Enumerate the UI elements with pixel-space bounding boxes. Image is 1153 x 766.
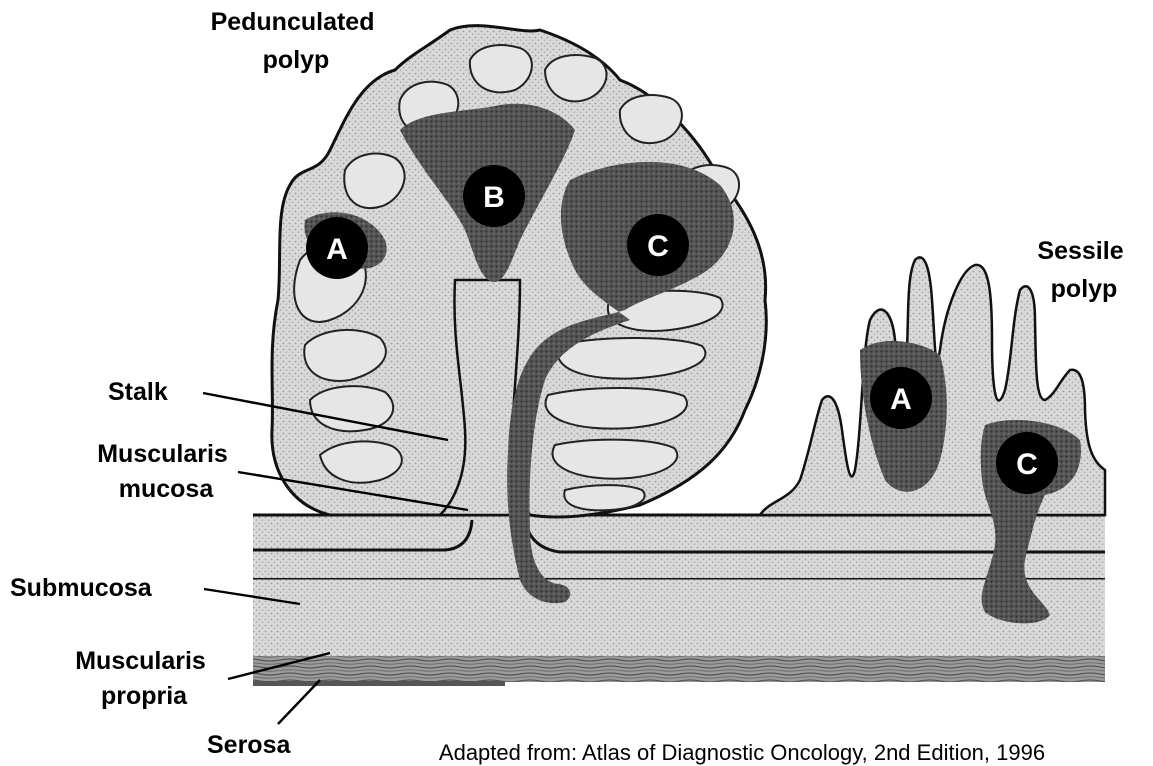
label-muscularis-propria-line1: Muscularis bbox=[75, 647, 206, 675]
label-sessile-line1: Sessile bbox=[1037, 237, 1123, 265]
muscularis-propria-layer bbox=[253, 656, 1105, 682]
label-pedunculated-line2: polyp bbox=[263, 46, 330, 74]
marker-ped-a-label: A bbox=[326, 233, 348, 266]
label-submucosa: Submucosa bbox=[10, 574, 153, 602]
label-muscularis-propria: Muscularis propria bbox=[75, 647, 213, 710]
marker-ped-c-label: C bbox=[647, 230, 669, 263]
marker-sess-c: C bbox=[996, 432, 1058, 494]
label-pedunculated-polyp: Pedunculated polyp bbox=[211, 8, 382, 74]
marker-sess-a-label: A bbox=[890, 383, 912, 416]
bowel-wall bbox=[253, 515, 1105, 686]
label-muscularis-mucosa: Muscularis mucosa bbox=[97, 440, 235, 503]
label-sessile-polyp: Sessile polyp bbox=[1037, 237, 1130, 303]
marker-ped-c: C bbox=[627, 214, 689, 276]
leader-serosa bbox=[278, 680, 320, 724]
marker-ped-b: B bbox=[463, 165, 525, 227]
label-stalk: Stalk bbox=[108, 378, 168, 406]
label-serosa: Serosa bbox=[207, 731, 291, 759]
submucosa-layer bbox=[253, 578, 1105, 656]
label-sessile-line2: polyp bbox=[1051, 275, 1118, 303]
marker-sess-c-label: C bbox=[1016, 448, 1038, 481]
source-caption: Adapted from: Atlas of Diagnostic Oncolo… bbox=[439, 740, 1045, 765]
marker-ped-b-label: B bbox=[483, 181, 505, 214]
mucosa-layer bbox=[253, 515, 1105, 578]
label-muscularis-propria-line2: propria bbox=[101, 682, 188, 710]
label-muscularis-mucosa-line2: mucosa bbox=[119, 475, 215, 503]
label-pedunculated-line1: Pedunculated bbox=[211, 8, 375, 36]
marker-ped-a: A bbox=[306, 217, 368, 279]
label-muscularis-mucosa-line1: Muscularis bbox=[97, 440, 228, 468]
marker-sess-a: A bbox=[870, 367, 932, 429]
serosa-layer bbox=[253, 681, 505, 686]
